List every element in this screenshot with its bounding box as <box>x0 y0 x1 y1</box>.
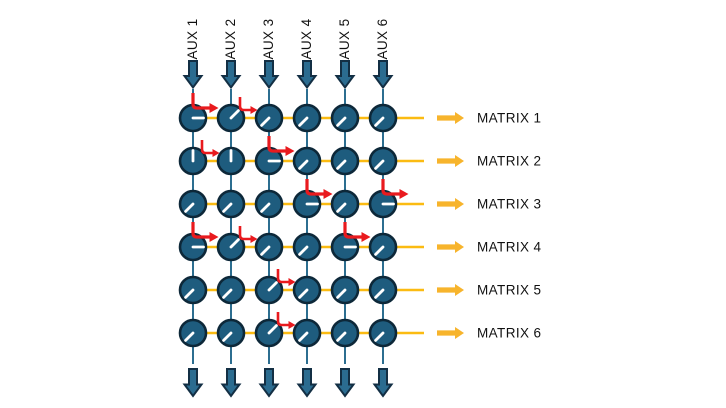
flow-arrow-large-head-m1-aux1 <box>209 103 219 113</box>
knob-pointer-matrix5-aux4 <box>298 288 309 299</box>
knob-pointer-matrix6-aux3 <box>267 324 278 335</box>
matrix-output-arrow-icon-2 <box>437 155 464 167</box>
flow-arrow-small-head-m6-aux3 <box>288 321 296 329</box>
flow-arrow-small-m5-aux3 <box>276 269 289 284</box>
knob-pointer-matrix5-aux1 <box>184 288 195 299</box>
matrix-label-3: MATRIX 3 <box>477 196 542 212</box>
matrix-label-6: MATRIX 6 <box>477 325 542 341</box>
flow-arrow-small-head-m2-aux1 <box>212 149 220 157</box>
matrix-output-arrow-icon-3 <box>437 198 464 210</box>
knob-pointer-matrix5-aux6 <box>374 288 385 299</box>
flow-arrow-large-m4-aux5 <box>343 222 362 239</box>
knob-pointer-matrix1-aux2 <box>229 109 240 120</box>
aux-label-6: AUX 6 <box>375 18 390 60</box>
knob-pointer-matrix3-aux5 <box>336 202 347 213</box>
aux-label-3: AUX 3 <box>261 18 276 60</box>
knob-pointer-matrix6-aux6 <box>374 331 385 342</box>
knob-pointer-matrix1-aux4 <box>298 116 309 127</box>
knob-pointer-matrix1-aux6 <box>374 116 385 127</box>
knob-pointer-matrix6-aux5 <box>336 331 347 342</box>
knob-pointer-matrix3-aux3 <box>260 202 271 213</box>
knob-pointer-matrix6-aux1 <box>184 331 195 342</box>
knob-pointer-matrix2-aux5 <box>336 159 347 170</box>
knob-pointer-matrix2-aux6 <box>374 159 385 170</box>
flow-arrow-large-m3-aux4 <box>305 179 324 196</box>
flow-arrow-small-m2-aux1 <box>200 140 213 155</box>
flow-arrow-large-head-m3-aux4 <box>323 189 333 199</box>
aux-input-arrow-icon-3 <box>258 60 280 90</box>
aux-label-2: AUX 2 <box>223 18 238 60</box>
knob-pointer-matrix1-aux5 <box>336 116 347 127</box>
aux-label-4: AUX 4 <box>299 18 314 60</box>
matrix-output-arrow-icon-5 <box>437 284 464 296</box>
matrix-label-1: MATRIX 1 <box>477 110 542 126</box>
flow-arrow-small-head-m1-aux2 <box>250 106 258 114</box>
aux-output-arrow-icon-3 <box>258 368 280 398</box>
flow-arrow-large-m3-aux6 <box>381 179 400 196</box>
matrix-output-arrow-icon-6 <box>437 327 464 339</box>
aux-output-arrow-icon-4 <box>296 368 318 398</box>
flow-arrow-large-m2-aux3 <box>267 136 286 153</box>
aux-input-arrow-icon-6 <box>372 60 394 90</box>
flow-arrow-small-head-m5-aux3 <box>288 278 296 286</box>
aux-input-arrow-icon-1 <box>182 60 204 90</box>
knob-pointer-matrix6-aux4 <box>298 331 309 342</box>
flow-arrow-small-m6-aux3 <box>276 312 289 327</box>
matrix-label-4: MATRIX 4 <box>477 239 542 255</box>
knob-pointer-matrix4-aux6 <box>374 245 385 256</box>
knob-pointer-matrix4-aux3 <box>260 245 271 256</box>
knob-pointer-matrix5-aux2 <box>222 288 233 299</box>
aux-output-arrow-icon-1 <box>182 368 204 398</box>
knob-pointer-matrix5-aux3 <box>267 281 278 292</box>
aux-label-1: AUX 1 <box>185 18 200 60</box>
aux-label-5: AUX 5 <box>337 18 352 60</box>
flow-arrow-large-head-m3-aux6 <box>399 189 409 199</box>
aux-input-arrow-icon-2 <box>220 60 242 90</box>
aux-output-arrow-icon-2 <box>220 368 242 398</box>
flow-arrow-large-head-m4-aux1 <box>209 232 219 242</box>
matrix-label-2: MATRIX 2 <box>477 153 542 169</box>
aux-output-arrow-icon-6 <box>372 368 394 398</box>
flow-arrow-large-head-m2-aux3 <box>285 146 295 156</box>
matrix-output-arrow-icon-1 <box>437 112 464 124</box>
flow-arrow-small-head-m4-aux2 <box>250 235 258 243</box>
flow-arrow-large-head-m4-aux5 <box>361 232 371 242</box>
knob-pointer-matrix2-aux4 <box>298 159 309 170</box>
flow-arrow-large-m1-aux1 <box>191 93 210 110</box>
knob-pointer-matrix3-aux1 <box>184 202 195 213</box>
flow-arrow-small-m1-aux2 <box>238 97 251 112</box>
knob-pointer-matrix6-aux2 <box>222 331 233 342</box>
knob-pointer-matrix4-aux4 <box>298 245 309 256</box>
matrix-label-5: MATRIX 5 <box>477 282 542 298</box>
knob-pointer-matrix4-aux2 <box>229 238 240 249</box>
flow-arrow-large-m4-aux1 <box>191 222 210 239</box>
knob-pointer-matrix1-aux3 <box>260 116 271 127</box>
flow-arrow-small-m4-aux2 <box>238 226 251 241</box>
knob-pointer-matrix3-aux2 <box>222 202 233 213</box>
aux-input-arrow-icon-5 <box>334 60 356 90</box>
aux-output-arrow-icon-5 <box>334 368 356 398</box>
aux-input-arrow-icon-4 <box>296 60 318 90</box>
knob-pointer-matrix5-aux5 <box>336 288 347 299</box>
matrix-output-arrow-icon-4 <box>437 241 464 253</box>
